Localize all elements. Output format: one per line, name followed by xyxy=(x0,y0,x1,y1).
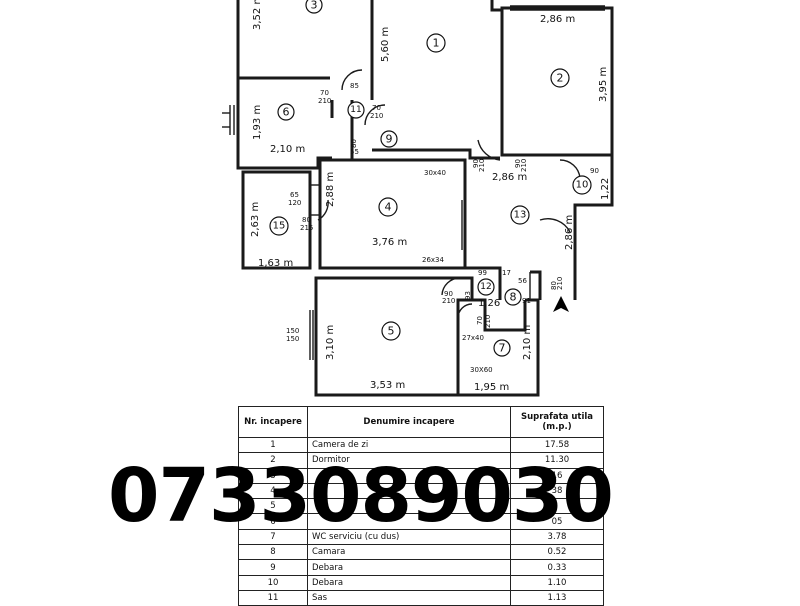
entrance-arrow-icon xyxy=(553,296,569,312)
window-mark: 30x40 xyxy=(424,169,446,177)
window-mark: 150 xyxy=(286,327,299,335)
dim-r1-height: 5,60 m xyxy=(380,27,391,62)
dim-r6-width: 2,10 m xyxy=(270,144,305,155)
room-number-15: 15 xyxy=(273,221,286,232)
door-mark: 90 xyxy=(444,290,453,298)
door-mark: 17 xyxy=(502,269,511,277)
dim-r7-width: 1,95 m xyxy=(474,382,509,393)
cell-nr: 8 xyxy=(238,544,308,561)
room-number-11: 11 xyxy=(350,105,361,115)
window-mark: 30X60 xyxy=(470,366,493,374)
door-mark: 85 xyxy=(350,82,359,90)
door-mark: 215 xyxy=(300,224,313,232)
door-mark: 90 xyxy=(590,167,599,175)
cell-area: 17.58 xyxy=(510,436,604,454)
cell-nr: 9 xyxy=(238,559,308,576)
dim-r12-width: 1,26 xyxy=(478,298,500,309)
door-mark: 93 xyxy=(464,291,472,300)
dim-r4-height: 2,88 m xyxy=(325,172,336,207)
door-mark: 210 xyxy=(318,97,331,105)
dim-r7-height: 2,10 m xyxy=(522,325,533,360)
door-mark: 120 xyxy=(288,199,301,207)
dim-r2-width: 2,86 m xyxy=(540,14,575,25)
column-header-name: Denumire incapere xyxy=(307,406,511,438)
table-row: 5 xyxy=(238,498,604,515)
dim-r4-width: 3,76 m xyxy=(372,237,407,248)
cell-area: 1.13 xyxy=(510,589,604,606)
room-number-7: 7 xyxy=(499,342,506,355)
door-mark: 210 xyxy=(520,159,528,172)
cell-name: Camera de zi xyxy=(307,436,511,454)
dim-r5-height: 3,10 m xyxy=(325,325,336,360)
door-mark: 90 xyxy=(472,159,480,168)
window-mark: 27x40 xyxy=(462,334,484,342)
door-mark: 210 xyxy=(370,112,383,120)
door-mark: 80 xyxy=(350,139,358,148)
room-area-table: Nr. incapere Denumire incapere Suprafata… xyxy=(238,406,604,606)
column-header-area: Suprafata utila (m.p.) xyxy=(510,406,604,438)
room-number-5: 5 xyxy=(388,325,395,338)
room-number-13: 13 xyxy=(514,210,527,221)
dim-r6-height: 1,93 m xyxy=(252,105,263,140)
cell-area: 0.33 xyxy=(510,559,604,576)
door-mark: 210 xyxy=(442,297,455,305)
table-header-row: Nr. incapere Denumire incapere Suprafata… xyxy=(238,406,604,438)
room-number-4: 4 xyxy=(385,201,392,214)
door-mark: 91 xyxy=(522,297,531,305)
door-mark: 65 xyxy=(290,191,299,199)
door-mark: 56 xyxy=(518,277,527,285)
room-number-3: 3 xyxy=(311,0,318,12)
door-mark: 80 xyxy=(550,281,558,290)
room-number-1: 1 xyxy=(433,37,440,50)
room-number-6: 6 xyxy=(283,106,290,119)
dim-r13-height: 2,86 m xyxy=(564,215,575,250)
door-mark: 55 xyxy=(350,148,359,156)
cell-area: 0.52 xyxy=(510,544,604,561)
column-header-nr: Nr. incapere xyxy=(238,406,308,438)
dim-r3-height: 3,52 m xyxy=(252,0,263,30)
cell-nr: 1 xyxy=(238,436,308,454)
dim-r5-width: 3,53 m xyxy=(370,380,405,391)
cell-area: 1.10 xyxy=(510,574,604,591)
room-number-9: 9 xyxy=(386,133,393,146)
door-mark: 99 xyxy=(478,269,487,277)
cell-name: Sas xyxy=(307,589,511,606)
window-mark: 150 xyxy=(286,335,299,343)
cell-name: Camara xyxy=(307,544,511,561)
door-mark: 70 xyxy=(372,104,381,112)
door-mark: 210 xyxy=(478,159,486,172)
door-mark: 210 xyxy=(556,277,564,290)
room-number-10: 10 xyxy=(576,180,589,191)
door-mark: 90 xyxy=(514,159,522,168)
window-mark: 26x34 xyxy=(422,256,445,264)
cell-name: Debara xyxy=(307,559,511,576)
room-number-8: 8 xyxy=(510,291,517,304)
cell-nr: 11 xyxy=(238,589,308,606)
dim-r15-width: 1,63 m xyxy=(258,258,293,269)
room-number-12: 12 xyxy=(480,282,491,292)
cell-name: Debara xyxy=(307,574,511,591)
cell-nr: 10 xyxy=(238,574,308,591)
door-mark: 70 xyxy=(476,316,484,325)
door-mark: 70 xyxy=(320,89,329,97)
phone-number-overlay: 0733089030 xyxy=(108,453,614,539)
dim-r10-height: 1,22 xyxy=(600,178,611,200)
room-number-2: 2 xyxy=(557,72,564,85)
door-mark: 210 xyxy=(484,315,492,328)
door-mark: 80 xyxy=(302,216,311,224)
dim-r15-height: 2,63 m xyxy=(250,202,261,237)
dim-r2-height: 3,95 m xyxy=(598,67,609,102)
dim-r13-width: 2,86 m xyxy=(492,172,527,183)
